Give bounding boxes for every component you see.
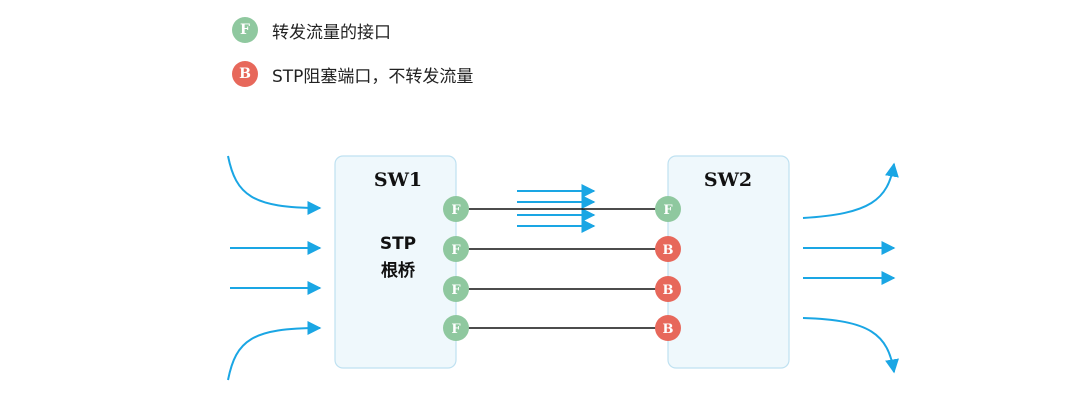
sw2-port-1-forwarding-label: F: [663, 203, 673, 218]
sw2-title: SW2: [704, 169, 752, 191]
incoming-arrow-4: [227, 321, 322, 381]
sw1-port-1-forwarding: F: [443, 196, 469, 222]
sw1-port-4-forwarding: F: [443, 315, 469, 341]
sw2-port-2-blocked-label: B: [663, 243, 674, 258]
sw2-port-4-blocked: B: [655, 315, 681, 341]
sw1-port-4-forwarding-circle: [443, 315, 469, 341]
sw2-port-4-blocked-circle: [655, 315, 681, 341]
legend-forward-label: 转发流量的接口: [272, 22, 391, 43]
legend-blocked-label: STP阻塞端口，不转发流量: [272, 66, 474, 87]
sw2-port-2-blocked-circle: [655, 236, 681, 262]
sw1-role-line1: STP: [380, 234, 416, 254]
sw1-port-2-forwarding-circle: [443, 236, 469, 262]
sw2-port-3-blocked-circle: [655, 276, 681, 302]
outgoing-traffic: [802, 162, 899, 374]
sw2-port-2-blocked: B: [655, 236, 681, 262]
sw1-port-2-forwarding: F: [443, 236, 469, 262]
blocked-port-badge: B: [232, 61, 258, 87]
sw2-port-4-blocked-label: B: [663, 322, 674, 337]
incoming-traffic: [227, 155, 322, 381]
sw2-port-1-forwarding-circle: [655, 196, 681, 222]
sw1-port-1-forwarding-label: F: [451, 203, 461, 218]
sw1-port-3-forwarding-circle: [443, 276, 469, 302]
links-layer: F F F B F B F B: [443, 196, 681, 341]
sw2-port-1-forwarding: F: [655, 196, 681, 222]
sw2-port-3-blocked: B: [655, 276, 681, 302]
legend-forward: F 转发流量的接口: [232, 16, 391, 44]
outgoing-arrow-4: [802, 317, 899, 374]
sw1-port-1-forwarding-circle: [443, 196, 469, 222]
legend-blocked: B STP阻塞端口，不转发流量: [232, 60, 473, 88]
sw1-port-3-forwarding: F: [443, 276, 469, 302]
inter-switch-traffic: [517, 184, 596, 233]
forward-port-badge: F: [232, 17, 258, 43]
incoming-arrow-1: [227, 155, 322, 215]
sw1-port-2-forwarding-label: F: [451, 243, 461, 258]
sw1-port-4-forwarding-label: F: [451, 322, 461, 337]
sw1-role-line2: 根桥: [381, 260, 416, 281]
sw1-port-3-forwarding-label: F: [451, 283, 461, 298]
outgoing-arrow-1: [802, 162, 899, 219]
sw1-title: SW1: [374, 169, 422, 191]
sw2-port-3-blocked-label: B: [663, 283, 674, 298]
